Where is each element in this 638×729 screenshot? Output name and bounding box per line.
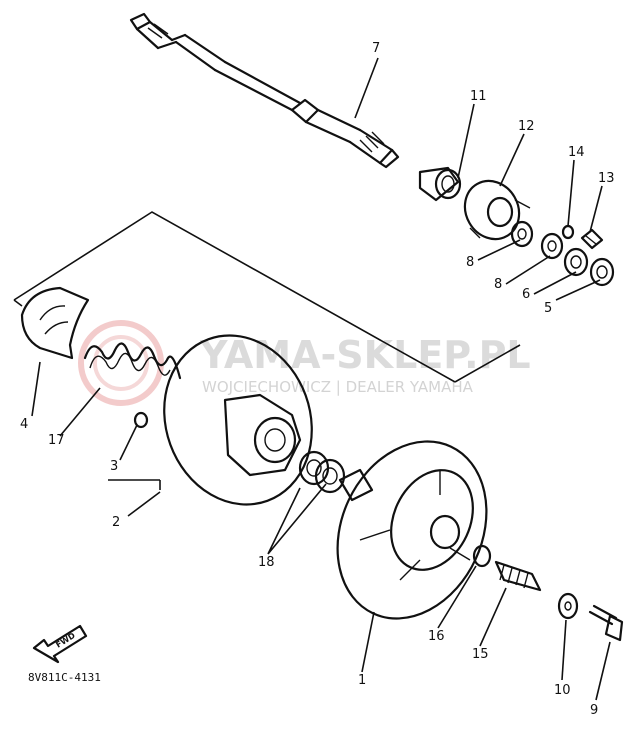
- washer-part-5: [589, 257, 615, 287]
- callout-16: 16: [428, 629, 445, 644]
- collar-part-16: [472, 544, 492, 568]
- callout-4: 4: [20, 417, 28, 432]
- callout-10: 10: [554, 683, 571, 698]
- callout-12: 12: [518, 119, 535, 134]
- sliding-sheave-part-1: [336, 440, 488, 620]
- bolt-part-9: [588, 604, 624, 642]
- front-arrow-text: FWD: [54, 631, 77, 650]
- front-arrow: FWD: [32, 624, 88, 664]
- callout-8b: 8: [494, 277, 502, 292]
- flange-part-12: [463, 179, 531, 241]
- callout-17: 17: [48, 433, 65, 448]
- callout-8a: 8: [466, 255, 474, 270]
- callout-6: 6: [522, 287, 530, 302]
- spring-part-17: [83, 342, 182, 380]
- callout-5: 5: [544, 301, 552, 316]
- assembly-outline: [13, 211, 521, 383]
- cam-part-4: [20, 286, 90, 360]
- bearing-part-11: [418, 166, 462, 202]
- part-code: 8V811C-4131: [28, 671, 101, 684]
- shaft-part-7: [129, 12, 400, 169]
- callout-14: 14: [568, 145, 585, 160]
- callout-13: 13: [598, 171, 615, 186]
- washer-part-10: [557, 592, 579, 620]
- collar-part-6: [563, 247, 589, 277]
- sheave-part-2: [163, 334, 313, 506]
- spring-part-15: [494, 560, 542, 592]
- watermark-logo: [78, 320, 164, 406]
- callout-1: 1: [358, 673, 366, 688]
- washer-part-8-lower: [540, 232, 564, 260]
- callout-18: 18: [258, 555, 275, 570]
- bolt-part-13: [580, 228, 604, 250]
- washer-part-8-upper: [510, 220, 534, 248]
- callout-9: 9: [590, 703, 598, 718]
- watermark: YAMA-SKLEP.PL WOJCIECHOWICZ | DEALER YAM…: [78, 320, 531, 406]
- callout-2: 2: [112, 515, 120, 530]
- callout-3: 3: [110, 459, 118, 474]
- callout-labels: 7 11 12 14 13 8 8 6 5 4 17 3 2 18 1 16 1…: [20, 41, 615, 718]
- callout-7: 7: [372, 41, 380, 56]
- nut-part-14: [561, 224, 575, 240]
- watermark-subtitle: WOJCIECHOWICZ | DEALER YAMAHA: [202, 378, 474, 396]
- seals-part-18: [298, 450, 346, 494]
- watermark-title: YAMA-SKLEP.PL: [199, 333, 531, 377]
- callout-11: 11: [470, 89, 487, 104]
- slider-part-3: [133, 411, 149, 429]
- leader-lines: [31, 57, 611, 701]
- callout-15: 15: [472, 647, 489, 662]
